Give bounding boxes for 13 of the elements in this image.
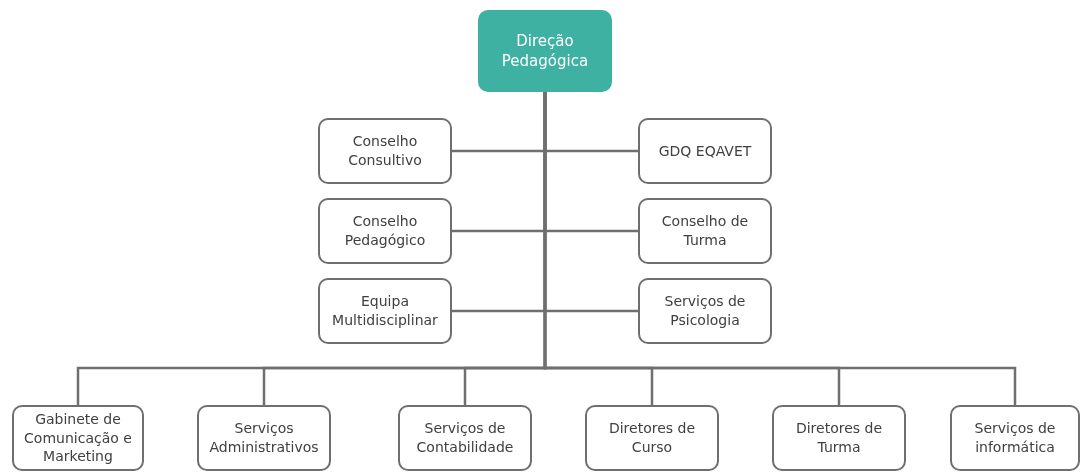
org-unit-box: Serviços de Psicologia	[638, 278, 772, 344]
root-box: Direção Pedagógica	[478, 10, 612, 92]
org-unit-box: Conselho Pedagógico	[318, 198, 452, 264]
org-unit-box: Serviços de Contabilidade	[398, 405, 532, 471]
org-unit-box: Diretores de Turma	[772, 405, 906, 471]
org-unit-box: Gabinete de Comunicação e Marketing	[12, 405, 144, 471]
org-unit-box: Serviços de informática	[950, 405, 1080, 471]
org-unit-box: GDQ EQAVET	[638, 118, 772, 184]
org-unit-box: Diretores de Curso	[585, 405, 719, 471]
org-unit-box: Equipa Multidisciplinar	[318, 278, 452, 344]
org-unit-box: Conselho Consultivo	[318, 118, 452, 184]
org-unit-box: Serviços Administrativos	[197, 405, 331, 471]
org-unit-box: Conselho de Turma	[638, 198, 772, 264]
